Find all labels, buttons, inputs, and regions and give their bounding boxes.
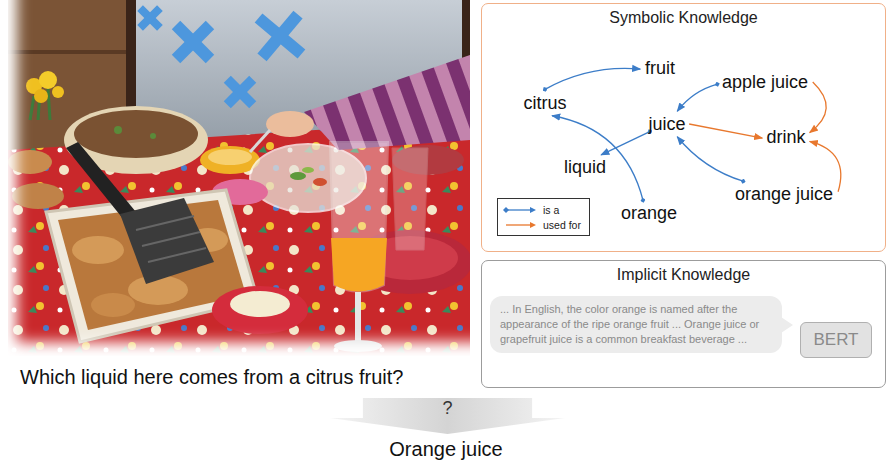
knowledge-panel: Symbolic Knowledge fruit apple juice citrus… — [481, 3, 886, 252]
concept-node: fruit — [643, 57, 677, 79]
used-for-arrow — [689, 124, 762, 138]
illustration-part — [392, 148, 428, 250]
model-box: BERT — [800, 322, 871, 358]
question-text: Which liquid here comes from a citrus fr… — [20, 365, 403, 389]
illustration-part — [302, 167, 314, 173]
node-text: ? — [330, 398, 565, 418]
legend-box: is a used for — [497, 198, 590, 236]
illustration-part — [137, 5, 162, 30]
tape-cross — [215, 67, 266, 118]
tape-cross — [130, 0, 170, 38]
photo-scene — [8, 0, 470, 356]
illustration-part — [150, 133, 156, 139]
concept-node: apple juice — [720, 71, 810, 93]
illustration-part — [39, 71, 57, 89]
concept-node: citrus — [521, 92, 568, 114]
illustration-part — [136, 216, 206, 262]
node-text: drink — [764, 126, 807, 148]
illustration-part — [8, 50, 126, 54]
node-text: apple juice — [720, 71, 810, 93]
illustration-part — [355, 292, 361, 344]
illustration-part — [334, 340, 382, 352]
illustration-part — [120, 198, 214, 284]
is-a-arrow — [677, 137, 743, 181]
illustration-part — [8, 0, 470, 356]
illustration-part — [290, 172, 306, 180]
legend-arrowhead — [530, 222, 536, 228]
illustration-part — [72, 236, 124, 264]
illustration-part — [250, 130, 270, 152]
tape-cross — [159, 8, 227, 76]
illustration-part — [34, 89, 48, 103]
illustration-part — [212, 286, 308, 334]
node-text: orange — [619, 202, 679, 224]
node-text: fruit — [643, 57, 677, 79]
node-text: citrus — [521, 92, 568, 114]
illustration-part — [8, 120, 470, 356]
arrow-fill — [330, 398, 565, 434]
illustration-part — [137, 5, 162, 30]
legend-row: used for — [503, 217, 581, 232]
legend-line — [506, 209, 532, 210]
illustration-part — [114, 126, 122, 134]
illustration-part — [304, 55, 470, 150]
illustration-part — [52, 86, 64, 98]
is-a-arrow — [677, 84, 717, 111]
concept-node: liquid — [562, 156, 608, 178]
illustration-part — [12, 183, 64, 209]
node-text: BERT — [813, 330, 858, 350]
question-arrow: ? — [330, 398, 565, 434]
node-text: liquid — [562, 156, 608, 178]
illustration-part — [330, 142, 388, 292]
legend-text: is a — [543, 204, 559, 216]
concept-node: orange — [619, 202, 679, 224]
legend-text: used for — [543, 219, 581, 231]
answer-text: Orange juice — [389, 437, 502, 461]
legend-sample — [503, 205, 537, 215]
illustration-part — [331, 238, 387, 292]
legend-row: is a — [503, 202, 581, 217]
tape-cross — [241, 0, 320, 75]
illustration-part — [266, 111, 314, 137]
legend-line — [506, 224, 532, 225]
panel-title: Symbolic Knowledge — [482, 9, 885, 27]
illustration-part — [91, 293, 135, 317]
panel-title: Implicit Knowledge — [482, 266, 885, 284]
legend-diamond — [503, 207, 509, 213]
is-a-arrow — [601, 132, 650, 155]
concept-node: orange juice — [733, 183, 835, 205]
photo-illustration — [8, 0, 470, 356]
illustration-part — [172, 21, 214, 63]
concept-node: juice — [646, 113, 687, 135]
text-bubble: ... In English, the color orange is name… — [490, 296, 782, 353]
node-text: orange juice — [733, 183, 835, 205]
illustration-part — [257, 11, 302, 62]
illustration-part — [66, 142, 136, 220]
is-a-arrow — [552, 116, 643, 200]
illustration-part — [8, 150, 52, 174]
illustration-part — [224, 76, 257, 109]
node-text: juice — [646, 113, 687, 135]
knowledge-panel: Implicit Knowledge ... In English, the co… — [481, 260, 886, 388]
node-text: ... In English, the color orange is name… — [500, 302, 772, 347]
legend-sample — [503, 220, 537, 230]
illustration-part — [313, 178, 327, 186]
used-for-arrow — [810, 82, 827, 133]
concept-node: drink — [764, 126, 807, 148]
is-a-arrow — [545, 68, 640, 89]
illustration-part — [230, 291, 290, 317]
legend-arrowhead — [530, 207, 536, 213]
illustration-part — [74, 110, 198, 158]
illustration-part — [208, 149, 252, 165]
illustration-part — [224, 76, 257, 109]
illustration-part — [172, 21, 214, 63]
